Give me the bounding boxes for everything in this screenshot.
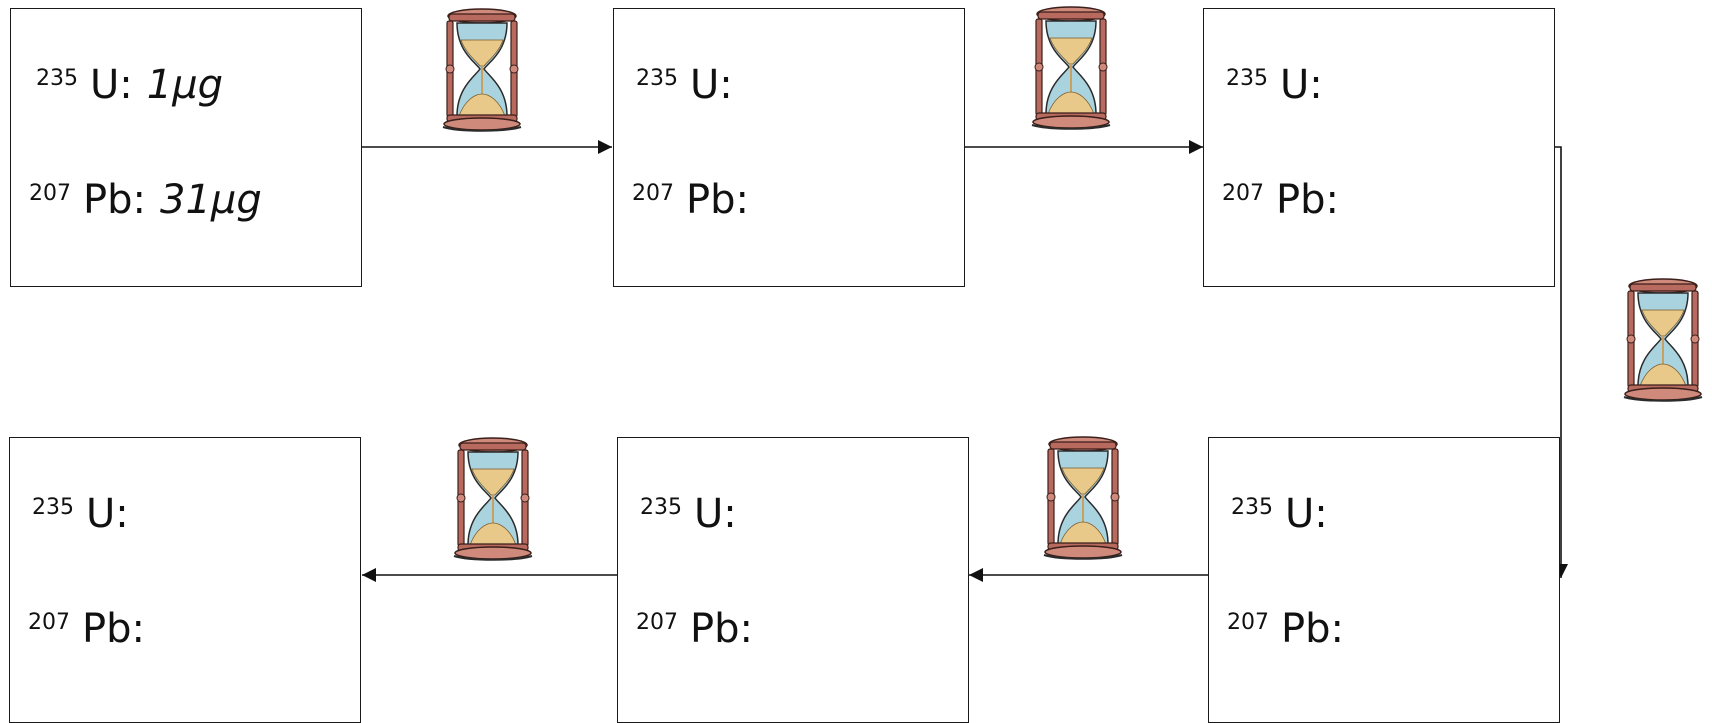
decay-box-5: 235 U: 207 Pb:: [617, 437, 969, 723]
pb-label: Pb:: [690, 606, 753, 652]
decay-box-2: 235 U: 207 Pb:: [613, 8, 965, 287]
decay-box-4: 235 U: 207 Pb:: [1208, 437, 1560, 723]
pb-isotope-number: 207: [29, 181, 71, 206]
u-label: U:: [1280, 62, 1323, 108]
u-isotope-number: 235: [32, 495, 74, 520]
pb-isotope-number: 207: [28, 610, 70, 635]
u-label: U:: [694, 491, 737, 537]
u-isotope-number: 235: [640, 495, 682, 520]
decay-box-3: 235 U: 207 Pb:: [1203, 8, 1555, 287]
decay-box-1: 235 U: 1μg 207 Pb: 31μg: [10, 8, 362, 287]
pb-isotope-number: 207: [632, 181, 674, 206]
hourglass-icon: [442, 8, 522, 132]
u-amount: 1μg: [146, 62, 224, 108]
u-label: U:: [1285, 491, 1328, 537]
arrow-3-to-4: [1554, 146, 1568, 578]
u-isotope-number: 235: [636, 66, 678, 91]
u-isotope-number: 235: [1231, 495, 1273, 520]
decay-box-6: 235 U: 207 Pb:: [9, 437, 361, 723]
pb-isotope-number: 207: [636, 610, 678, 635]
hourglass-icon: [1623, 278, 1703, 402]
pb-label: Pb:: [1276, 177, 1339, 223]
u-isotope-number: 235: [36, 66, 78, 91]
u-label: U:: [90, 62, 133, 108]
u-label: U:: [86, 491, 129, 537]
pb-isotope-number: 207: [1227, 610, 1269, 635]
pb-label: Pb:: [83, 177, 146, 223]
pb-label: Pb:: [1281, 606, 1344, 652]
pb-label: Pb:: [686, 177, 749, 223]
pb-label: Pb:: [82, 606, 145, 652]
hourglass-icon: [1043, 436, 1123, 560]
u-isotope-number: 235: [1226, 66, 1268, 91]
u-label: U:: [690, 62, 733, 108]
hourglass-icon: [453, 437, 533, 561]
pb-amount: 31μg: [160, 177, 262, 223]
hourglass-icon: [1031, 6, 1111, 130]
pb-isotope-number: 207: [1222, 181, 1264, 206]
